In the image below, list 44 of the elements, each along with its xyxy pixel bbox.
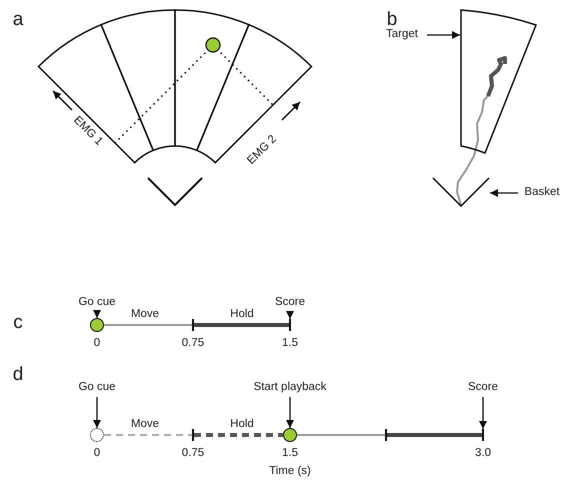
tick-label: 0 [94,336,100,350]
arrow [286,311,294,319]
panel-letter: a [12,10,24,30]
tick-label: 0 [94,446,100,460]
tick-mark [192,319,194,331]
callout-text: Score [461,380,505,395]
callout-text: Basket [521,185,563,201]
arrow [286,397,294,428]
arrow [427,31,460,39]
phase-label: Hold [230,307,254,321]
tick-label: 0.75 [182,446,204,460]
callout-text: Target [380,27,424,43]
callout-text: Go cue [72,295,122,310]
tick-mark [482,429,484,441]
panel-letter: c [13,313,23,333]
timeline-segment [104,434,192,436]
callout-text: Go cue [72,380,122,395]
timeline-segment [194,433,283,437]
arrow [93,397,101,428]
timeline-segment [387,433,482,437]
timeline-segment [297,434,385,436]
cursor-dot [283,428,297,442]
tick-label: 1.5 [282,446,298,460]
tick-label: 3.0 [475,446,491,460]
axis-title: Time (s) [269,464,311,478]
arrow [479,397,487,429]
cursor-dot [90,318,104,332]
tick-label: 1.5 [282,336,298,350]
callout-text: Start playback [240,380,340,395]
tick-mark [385,429,387,441]
empty-cursor-circle [90,428,104,442]
callout-text: Score [268,295,312,310]
panel-letter: d [12,365,24,385]
tick-mark [289,319,291,331]
tick-mark [192,429,194,441]
arrow [490,189,518,197]
arrow [93,310,101,318]
tick-label: 0.75 [182,336,204,350]
timeline-segment [194,323,289,327]
panel-letter: b [386,10,398,30]
phase-label: Move [130,417,160,431]
timeline-segment [104,324,192,326]
phase-label: Move [130,307,160,321]
phase-label: Hold [230,417,254,431]
